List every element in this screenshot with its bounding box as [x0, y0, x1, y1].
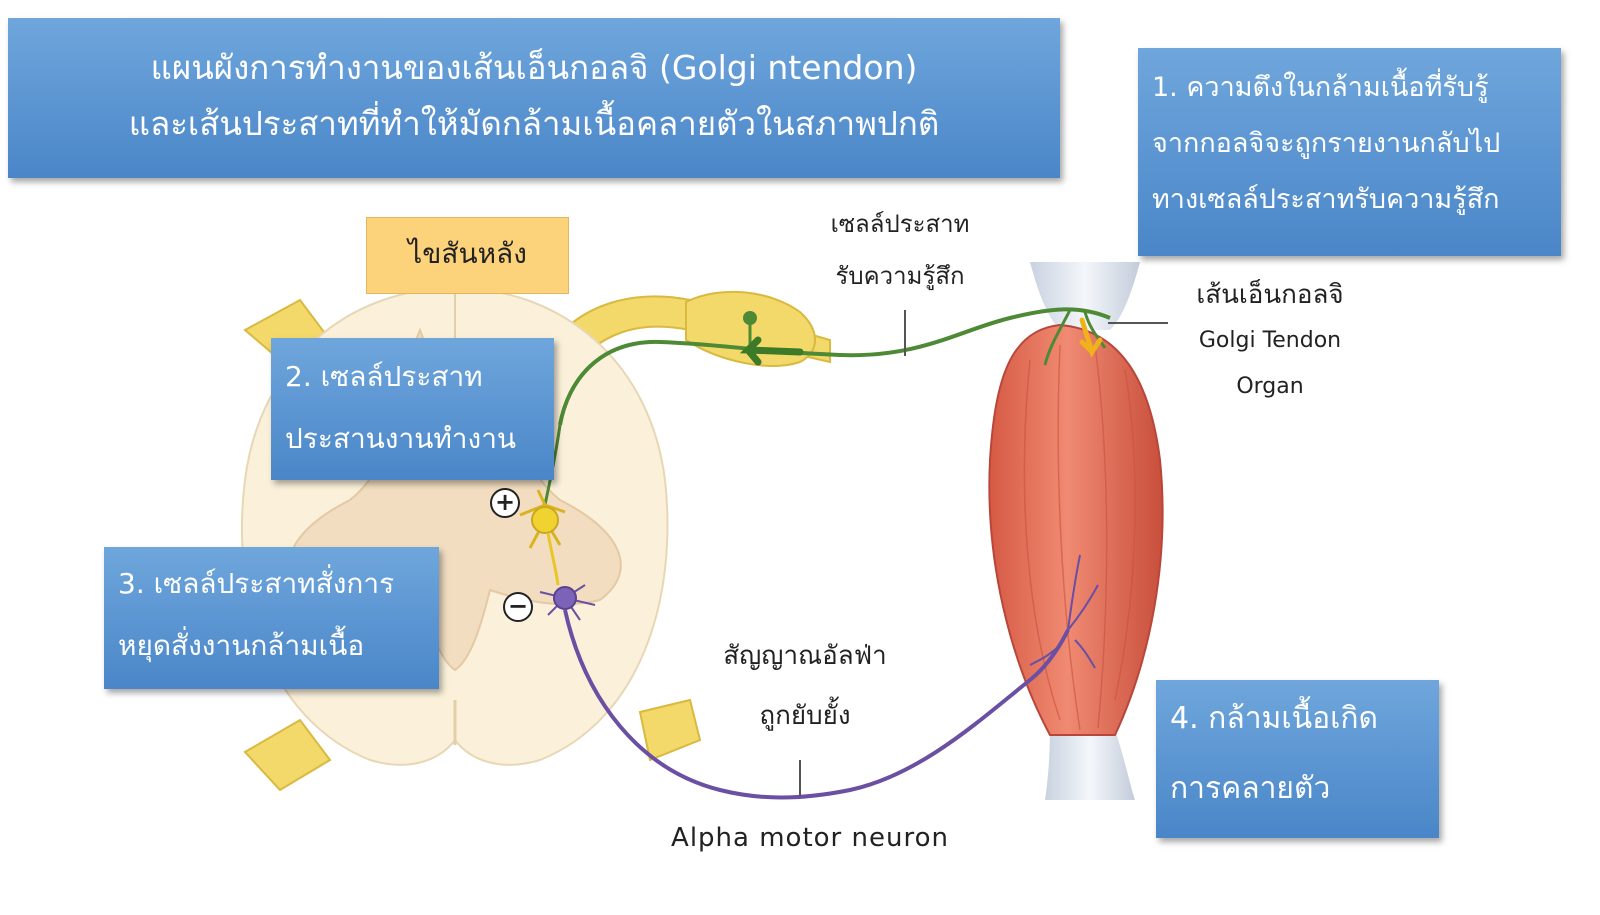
step-1-box: 1. ความตึงในกล้ามเนื้อที่รับรู้ จากกอลจิ… [1138, 48, 1561, 256]
muscle-fibers [1023, 344, 1136, 731]
motor-neuron-axon [563, 609, 1070, 800]
alpha-motor-neuron-label: Alpha motor neuron [671, 823, 949, 853]
tendon-bottom [1045, 730, 1135, 800]
step-2-box: 2. เซลล์ประสาท ประสานงานทำงาน [271, 338, 554, 480]
step-3-line-1: 3. เซลล์ประสาทสั่งการ [118, 567, 395, 600]
alpha-signal-line-2: ถูกยับยั้ง [759, 701, 851, 731]
step-2-line-2: ประสานงานทำงาน [285, 422, 517, 455]
step-4-box: 4. กล้ามเนื้อเกิด การคลายตัว [1156, 680, 1439, 838]
motor-neuron-body [553, 586, 577, 610]
title-line-1: แผนผังการทำงานของเส้นเอ็นกอลจิ (Golgi nt… [150, 48, 918, 87]
golgi-tendon-english-2: Organ [1236, 374, 1304, 399]
sensory-cell-body [743, 311, 757, 325]
nerve-root-bottom-left [243, 718, 332, 792]
interneuron-body [531, 506, 559, 534]
motor-end-branches [1029, 554, 1099, 669]
step-4-line-2: การคลายตัว [1170, 771, 1331, 806]
alpha-signal-label: สัญญาณอัลฟ่า ถูกยับยั้ง [690, 626, 920, 746]
step-1-line-1: 1. ความตึงในกล้ามเนื้อที่รับรู้ [1152, 72, 1489, 103]
sensory-neuron-axon [558, 307, 1111, 426]
interneuron-axon [546, 532, 560, 586]
step-1-line-3: ทางเซลล์ประสาทรับความรู้สึก [1152, 184, 1500, 215]
sensory-neuron-label-line-2: รับความรู้สึก [835, 262, 965, 290]
spinal-cord-label: ไขสันหลัง [366, 217, 569, 294]
signal-direction-arrow [739, 336, 804, 366]
excitatory-sign: + [490, 488, 520, 518]
golgi-tendon-thai: เส้นเอ็นกอลจิ [1196, 280, 1344, 310]
nerve-root-bottom-right [638, 698, 702, 762]
tendon-top [1030, 262, 1140, 330]
step-4-line-1: 4. กล้ามเนื้อเกิด [1170, 701, 1379, 736]
step-3-box: 3. เซลล์ประสาทสั่งการ หยุดสั่งงานกล้ามเน… [104, 547, 439, 689]
title-banner: แผนผังการทำงานของเส้นเอ็นกอลจิ (Golgi nt… [8, 18, 1060, 178]
alpha-signal-line-1: สัญญาณอัลฟ่า [723, 641, 887, 671]
golgi-tendon-label: เส้นเอ็นกอลจิ Golgi Tendon Organ [1170, 272, 1370, 410]
step-2-line-1: 2. เซลล์ประสาท [285, 360, 483, 393]
step-3-line-2: หยุดสั่งงานกล้ามเนื้อ [118, 629, 365, 662]
sensory-neuron-label: เซลล์ประสาท รับความรู้สึก [790, 198, 1010, 302]
step-1-line-2: จากกอลจิจะถูกรายงานกลับไป [1152, 128, 1501, 159]
title-line-2: และเส้นประสาทที่ทำให้มัดกล้ามเนื้อคลายตั… [128, 104, 940, 143]
tension-arrow [1079, 317, 1103, 358]
sensory-neuron-branch [1043, 309, 1107, 366]
sensory-neuron-label-line-1: เซลล์ประสาท [830, 210, 970, 238]
inhibitory-sign: − [503, 592, 533, 622]
interneuron-dendrites [519, 489, 566, 549]
muscle-belly [988, 323, 1164, 736]
golgi-tendon-english-1: Golgi Tendon [1198, 328, 1342, 353]
